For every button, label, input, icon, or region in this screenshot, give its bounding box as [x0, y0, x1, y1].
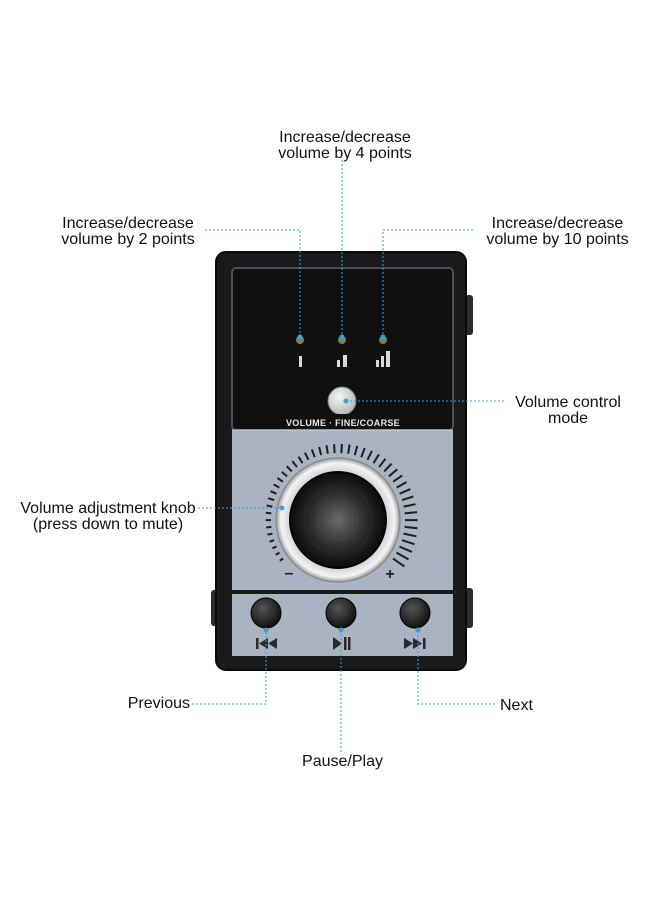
knob-scale-tick — [353, 445, 359, 456]
knob-scale-tick — [318, 446, 323, 456]
step-bar-3-icon — [376, 351, 390, 367]
knob-scale-tick — [325, 445, 329, 454]
knob-scale-tick — [273, 483, 280, 489]
knob-scale-tick — [399, 545, 413, 553]
callout-4-line1: Increase/decrease — [279, 129, 411, 146]
play-pause-icon — [333, 637, 351, 650]
callout-4-line2: volume by 4 points — [278, 145, 412, 162]
play-pause-button[interactable] — [325, 597, 357, 629]
leader-dots — [263, 334, 421, 633]
callout-10-line2: volume by 10 points — [486, 231, 629, 248]
knob-scale-tick — [267, 532, 273, 536]
knob-scale-tick — [297, 456, 304, 464]
knob-scale-tick — [401, 495, 414, 502]
callout-previous: Previous — [127, 695, 190, 712]
callout-2-line2: volume by 2 points — [61, 231, 195, 248]
knob-scale-tick — [310, 449, 316, 458]
callout-knob-line1: Volume adjustment knob — [20, 500, 196, 517]
knob-scale-tick — [276, 477, 284, 483]
knob-scale-tick — [266, 525, 272, 529]
volume-knob[interactable] — [289, 471, 387, 569]
knob-scale-tick — [404, 511, 418, 515]
knob-scale-tick — [396, 551, 410, 561]
knob-scale-tick — [388, 468, 398, 478]
knob-scale-tick — [270, 490, 277, 495]
step-bar-2-icon — [337, 355, 347, 367]
knob-scale-tick — [392, 474, 403, 483]
callout-mode-line1: Volume control — [515, 394, 621, 411]
knob-scale-tick — [392, 557, 405, 568]
knob-scale-tick — [403, 532, 417, 538]
knob-scale-tick — [291, 460, 298, 468]
callout-2-line1: Increase/decrease — [62, 215, 194, 232]
next-button[interactable] — [399, 597, 431, 629]
knob-scale-tick — [272, 545, 277, 550]
knob-scale-tick — [366, 450, 373, 461]
leader-lines — [192, 160, 505, 752]
callout-knob-line2: (press down to mute) — [32, 516, 184, 533]
step-bar-1-icon — [299, 356, 302, 367]
callout-mode: Volume control mode — [498, 395, 638, 427]
knob-scale-tick — [269, 539, 275, 543]
minus-label: – — [285, 565, 294, 582]
knob-scale-tick — [304, 452, 310, 461]
callout-2-points: Increase/decrease volume by 2 points — [38, 216, 218, 248]
knob-scale-tick — [396, 481, 408, 489]
knob-scale-tick — [275, 551, 280, 556]
knob-scale-tick — [265, 511, 272, 515]
knob-scale-tick — [401, 539, 415, 546]
knob-scale-tick — [404, 525, 418, 530]
plus-label: + — [385, 566, 394, 583]
knob-scale-tick — [360, 447, 366, 458]
knob-scale-tick — [403, 503, 416, 508]
knob-scale-tick — [378, 458, 387, 468]
knob-scale-tick — [267, 497, 275, 502]
knob-scale-tick — [266, 504, 273, 508]
callout-4-points: Increase/decrease volume by 4 points — [255, 130, 435, 162]
knob-scale-tick — [281, 471, 288, 478]
knob-scale-tick — [383, 463, 393, 473]
knob-scale-tick — [399, 488, 411, 495]
callout-pause-play: Pause/Play — [302, 753, 383, 770]
knob-scale-tick — [347, 444, 351, 454]
knob-scale-tick — [286, 465, 293, 473]
callout-knob: Volume adjustment knob (press down to mu… — [8, 501, 208, 533]
callout-10-points: Increase/decrease volume by 10 points — [470, 216, 645, 248]
callout-mode-line2: mode — [547, 410, 589, 427]
previous-button[interactable] — [250, 597, 282, 629]
mode-label: VOLUME · FINE/COARSE — [286, 418, 400, 428]
knob-scale — [265, 443, 418, 568]
knob-scale-tick — [372, 453, 380, 464]
knob-scale-tick — [279, 557, 284, 562]
callout-next: Next — [500, 697, 533, 714]
callout-10-line1: Increase/decrease — [491, 215, 624, 232]
